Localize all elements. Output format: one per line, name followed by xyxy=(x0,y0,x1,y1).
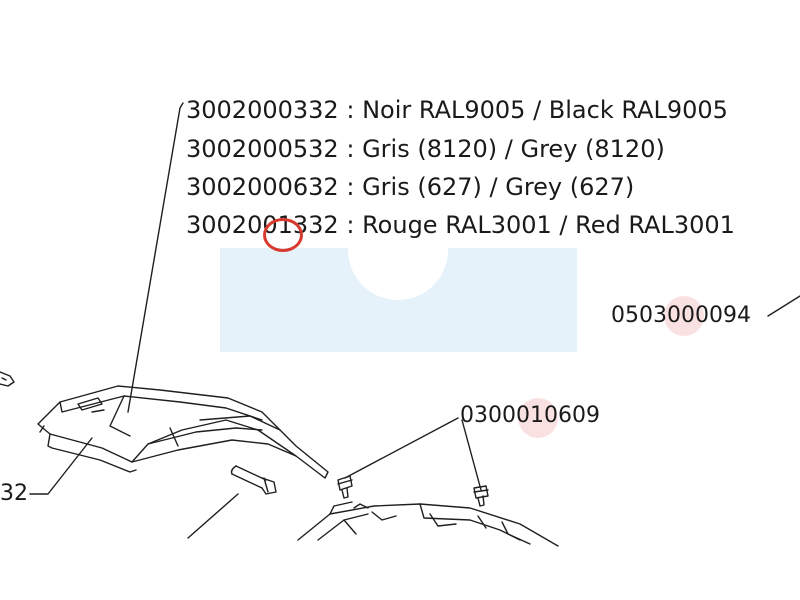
callout-part-right: 0503000094 xyxy=(611,303,751,328)
legend-part-number: 3002000332 xyxy=(186,96,339,124)
legend-line: 3002001332 : Rouge RAL3001 / Red RAL3001 xyxy=(186,211,735,239)
callout-part-left: 32 xyxy=(0,481,28,506)
legend-line: 3002000532 : Gris (8120) / Grey (8120) xyxy=(186,135,665,163)
leader-line-bolt xyxy=(187,493,239,539)
legend-description: Noir RAL9005 / Black RAL9005 xyxy=(362,96,728,124)
legend-separator: : xyxy=(346,173,355,201)
legend-description: Gris (8120) / Grey (8120) xyxy=(362,135,665,163)
leader-line-screw-1 xyxy=(344,417,459,479)
callout-part-screws: 0300010609 xyxy=(460,403,600,428)
legend-part-number: 3002001332 xyxy=(186,211,339,239)
legend-line: 3002000332 : Noir RAL9005 / Black RAL900… xyxy=(186,96,728,124)
leader-line-legend xyxy=(127,102,184,413)
screw-part-2 xyxy=(473,485,489,507)
pin-part-left xyxy=(0,371,15,387)
housing-part-bottom xyxy=(297,501,559,547)
click-marker xyxy=(263,218,303,252)
legend-description: Gris (627) / Grey (627) xyxy=(362,173,635,201)
legend-part-number: 3002000632 xyxy=(186,173,339,201)
legend-separator: : xyxy=(346,96,355,124)
highlight-spot xyxy=(664,296,704,336)
bolt-part xyxy=(230,465,277,495)
legend-separator: : xyxy=(346,135,355,163)
highlight-spot xyxy=(518,398,558,438)
legend-part-number: 3002000532 xyxy=(186,135,339,163)
screw-part-1 xyxy=(337,475,353,499)
watermark-notch xyxy=(348,200,448,300)
legend-description: Rouge RAL3001 / Red RAL3001 xyxy=(362,211,735,239)
leader-line-screw-2 xyxy=(461,419,482,491)
legend-line: 3002000632 : Gris (627) / Grey (627) xyxy=(186,173,634,201)
legend-separator: : xyxy=(346,211,355,239)
leader-line-part-left xyxy=(29,437,93,495)
cover-plate-part xyxy=(37,385,329,479)
leader-line-part-right xyxy=(767,295,800,317)
